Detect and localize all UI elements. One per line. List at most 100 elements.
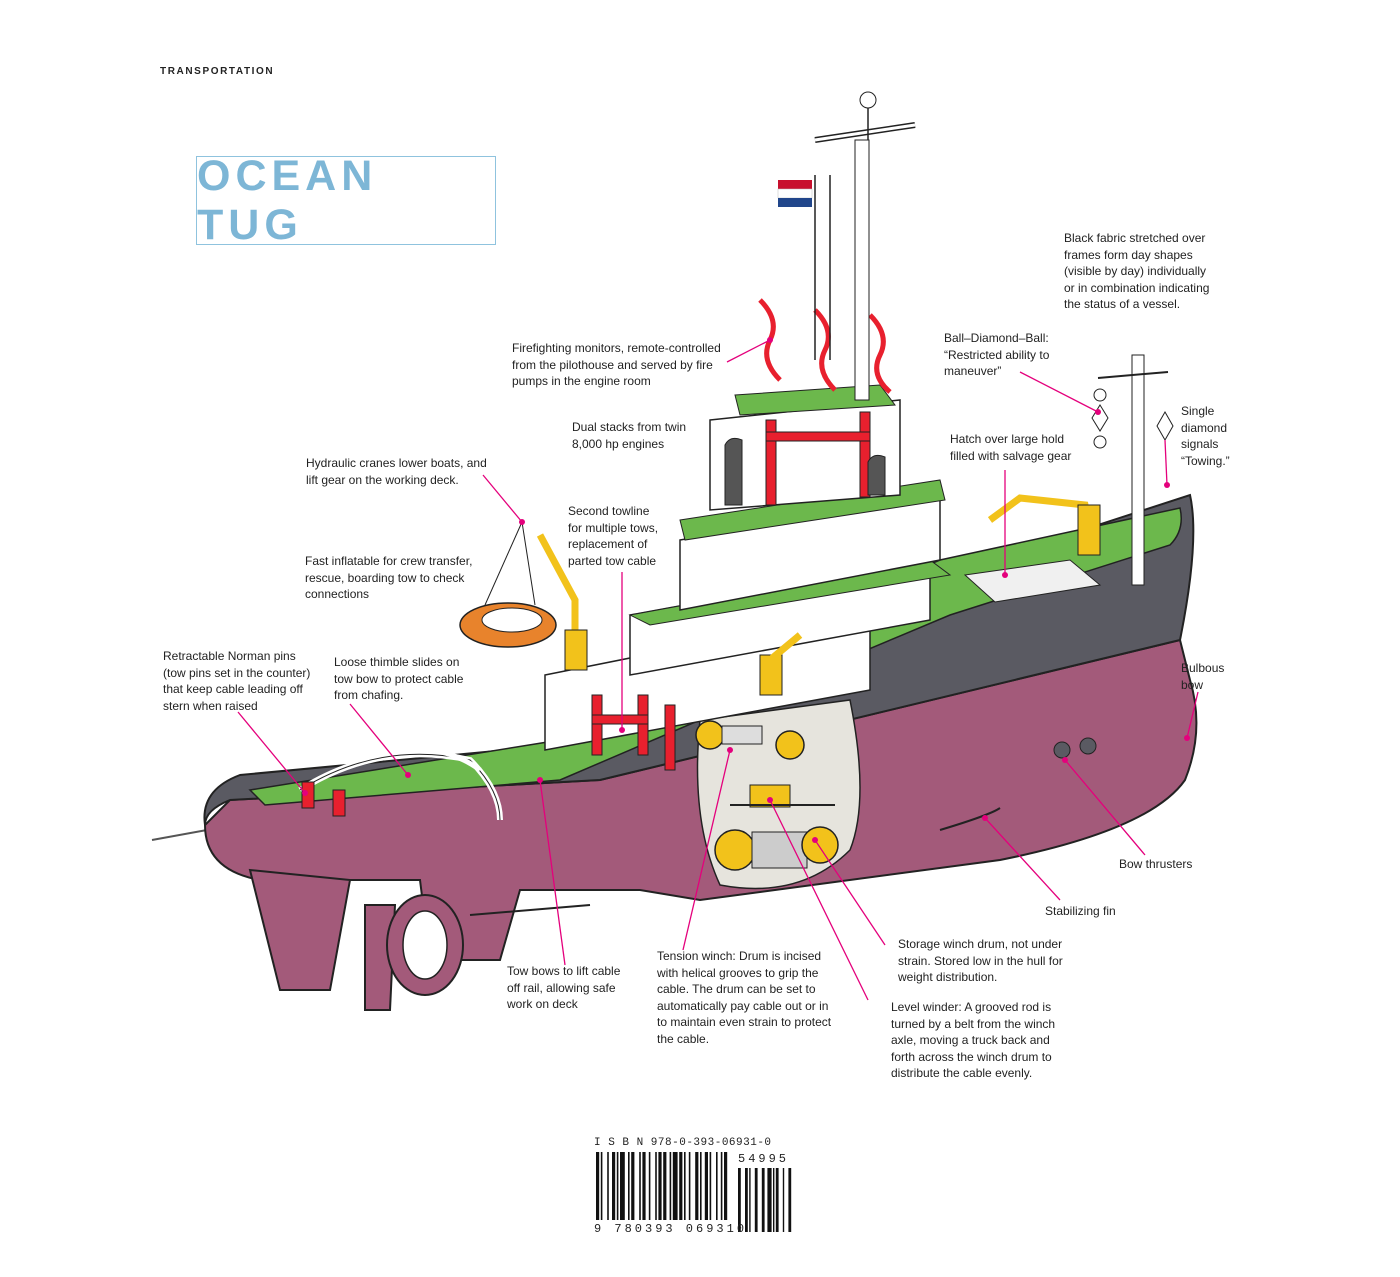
norman-pin-2 <box>332 789 346 817</box>
dot-bow-thrusters <box>1062 757 1068 763</box>
tension-winch-flange-2 <box>775 730 805 760</box>
barcode-bar <box>695 1152 699 1220</box>
tension-winch-drum <box>721 725 763 745</box>
barcode-bar <box>679 1152 683 1220</box>
flag-white <box>777 188 813 199</box>
stack-right <box>867 454 886 496</box>
leader-firefighting <box>726 339 771 363</box>
storage-drum-flange <box>714 829 756 871</box>
forward-yard <box>1097 371 1169 379</box>
price-code: 54995 <box>738 1152 790 1166</box>
dot-storage-winch <box>812 837 818 843</box>
hatch <box>963 559 1102 603</box>
dot-level-winder <box>767 797 773 803</box>
flag-red <box>778 180 812 189</box>
dot-stabilizing-fin <box>982 815 988 821</box>
rudder-skeg <box>248 868 352 991</box>
barcode-bar <box>704 1152 708 1220</box>
dot-firefighting <box>767 337 773 343</box>
barcode-bar <box>596 1152 600 1220</box>
isbn-label: I S B N 978-0-393-06931-0 <box>594 1137 772 1149</box>
barcode-bar <box>684 1152 686 1220</box>
barcode-bar <box>663 1152 667 1220</box>
barcode-bar <box>648 1152 651 1220</box>
boat-sling-2 <box>521 521 536 606</box>
red-frame-top <box>765 431 871 442</box>
barcode-bar <box>669 1152 672 1220</box>
price-barcode-bar <box>761 1168 765 1232</box>
callout-norman-pins: Retractable Norman pins (tow pins set in… <box>163 649 311 713</box>
mast-ladder <box>814 175 831 360</box>
price-barcode-bar <box>749 1168 751 1232</box>
mid-crane <box>767 632 803 663</box>
dot-single-diamond <box>1164 482 1170 488</box>
mast-yard-fill <box>814 123 916 142</box>
tow-bow-2 <box>369 745 482 773</box>
level-winder-truck <box>749 784 791 808</box>
day-shape-ball-1 <box>1093 388 1107 402</box>
dot-hatch <box>1002 572 1008 578</box>
main-mast <box>854 139 870 401</box>
price-barcode-bar <box>775 1168 779 1232</box>
dot-tension-winch <box>727 747 733 753</box>
h-bitt-bar <box>591 714 649 725</box>
barcode-bar <box>639 1152 641 1220</box>
callout-hatch: Hatch over large hold filled with salvag… <box>950 432 1072 463</box>
leader-storage-winch <box>814 839 886 946</box>
callout-firefighting: Firefighting monitors, remote-controlled… <box>512 341 721 388</box>
callout-inflatable: Fast inflatable for crew transfer, rescu… <box>305 554 473 601</box>
barcode-bar <box>655 1152 657 1220</box>
section-label: TRANSPORTATION <box>160 66 275 77</box>
fwd-crane-base <box>1077 504 1101 556</box>
tension-winch-flange <box>695 720 725 750</box>
barcode-bar <box>672 1152 678 1220</box>
flag-blue <box>778 198 812 207</box>
barcode-bar <box>688 1152 691 1220</box>
title-box: OCEAN TUG <box>196 152 496 249</box>
leader-tension-winch <box>682 749 731 951</box>
callout-tension-winch: Tension winch: Drum is incised with heli… <box>657 949 832 1046</box>
leader-bulbous-bow <box>1186 691 1199 739</box>
callout-thimble: Loose thimble slides on tow bow to prote… <box>334 655 464 702</box>
callout-tow-bows: Tow bows to lift cable off rail, allowin… <box>507 964 621 1011</box>
storage-drum-flange-2 <box>801 826 839 864</box>
price-barcode-bar <box>754 1168 758 1232</box>
barcode <box>596 1152 792 1232</box>
leader-level-winder <box>769 799 869 1001</box>
dot-norman-pins <box>302 790 308 796</box>
h-bitt-2 <box>637 694 649 756</box>
shaft <box>469 904 591 916</box>
leader-cranes <box>482 474 523 523</box>
bow-thruster-2 <box>1079 737 1097 755</box>
norman-pin-1 <box>301 781 315 809</box>
forward-mast <box>1131 354 1145 586</box>
barcode-bar <box>642 1152 646 1220</box>
barcode-bar <box>620 1152 625 1220</box>
price-barcode-bar <box>788 1168 792 1232</box>
callout-second-towline: Second towline for multiple tows, replac… <box>568 504 659 568</box>
barcode-digits: 9 780393 069310 <box>594 1222 748 1236</box>
barcode-bar <box>724 1152 728 1220</box>
price-barcode-bar <box>782 1168 785 1232</box>
price-barcode-bar <box>738 1168 741 1232</box>
callout-ball-diamond-ball: Ball–Diamond–Ball: “Restricted ability t… <box>944 331 1050 378</box>
leader-lines <box>237 339 1199 1001</box>
callout-stabilizing-fin: Stabilizing fin <box>1045 904 1116 918</box>
dot-tow-bows <box>537 777 543 783</box>
barcode-bar <box>628 1152 630 1220</box>
red-frame-left <box>765 419 777 506</box>
callout-storage-winch: Storage winch drum, not under strain. St… <box>898 937 1063 984</box>
barcode-bar <box>700 1152 702 1220</box>
h-bitt-1 <box>591 694 603 756</box>
price-barcode-bar <box>767 1168 772 1232</box>
boat-sling-1 <box>484 521 523 606</box>
callout-dual-stacks: Dual stacks from twin 8,000 hp engines <box>572 420 687 451</box>
leader-single-diamond <box>1164 439 1168 486</box>
barcode-bar <box>607 1152 609 1220</box>
callout-bulbous-bow: Bulbous bow <box>1181 661 1225 692</box>
barcode-bar <box>612 1152 616 1220</box>
dot-thimble <box>405 772 411 778</box>
barcode-bar <box>720 1152 723 1220</box>
leader-bow-thrusters <box>1064 759 1146 856</box>
